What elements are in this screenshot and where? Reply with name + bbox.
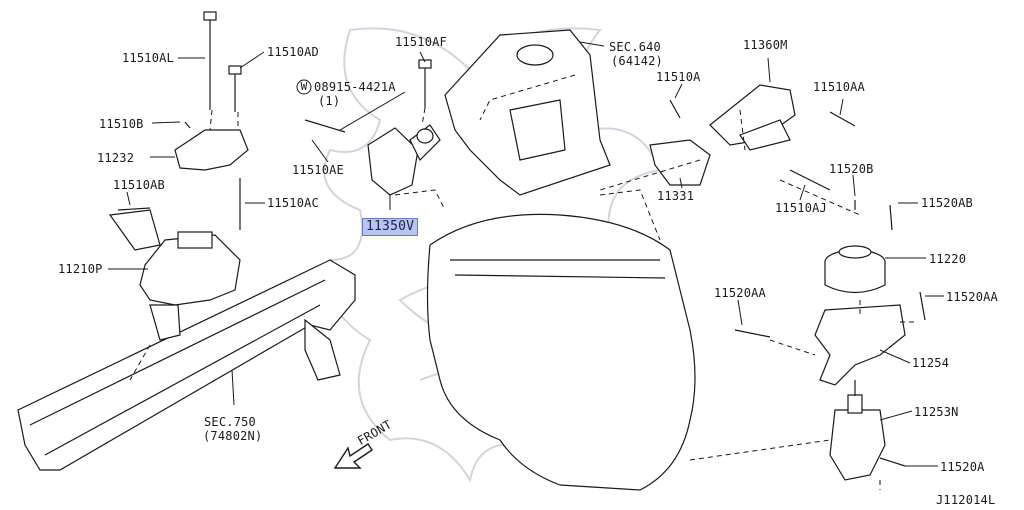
label-11360m: 11360M bbox=[743, 38, 788, 52]
label-11510ad: 11510AD bbox=[267, 45, 319, 59]
label-11510aj: 11510AJ bbox=[775, 201, 827, 215]
label-11220: 11220 bbox=[929, 252, 967, 266]
bracket-11253n bbox=[829, 409, 886, 481]
label-11520b: 11520B bbox=[829, 162, 874, 176]
leader-lines bbox=[108, 41, 944, 467]
label-sec750-sub: (74802N) bbox=[203, 429, 263, 443]
bracket-11254 bbox=[814, 304, 906, 386]
label-11254: 11254 bbox=[912, 356, 950, 370]
label-sec640-sub: (64142) bbox=[611, 54, 663, 68]
label-11520ab: 11520AB bbox=[921, 196, 973, 210]
washer-mark-icon bbox=[296, 79, 312, 95]
label-11210p: 11210P bbox=[58, 262, 103, 276]
front-arrow-icon bbox=[333, 443, 373, 469]
label-washer-mark: W bbox=[300, 80, 308, 93]
label-11520aa-right: 11520AA bbox=[946, 290, 998, 304]
bracket-11232 bbox=[174, 129, 249, 171]
label-11331: 11331 bbox=[657, 189, 695, 203]
bracket-11331 bbox=[649, 139, 711, 186]
label-11520aa-left: 11520AA bbox=[714, 286, 766, 300]
label-11232: 11232 bbox=[97, 151, 135, 165]
label-11510b: 11510B bbox=[99, 117, 144, 131]
label-11510af: 11510AF bbox=[395, 35, 447, 49]
label-11510ae: 11510AE bbox=[292, 163, 344, 177]
label-bolt-code: 08915-4421A bbox=[314, 80, 396, 94]
insulator-11220 bbox=[824, 245, 886, 294]
frame-rail bbox=[17, 259, 356, 471]
label-11253n: 11253N bbox=[914, 405, 959, 419]
label-bolt-qty: (1) bbox=[318, 94, 341, 108]
mount-11350v bbox=[367, 127, 419, 196]
label-11510al: 11510AL bbox=[122, 51, 174, 65]
label-11510a: 11510A bbox=[656, 70, 701, 84]
label-11520a: 11520A bbox=[940, 460, 985, 474]
assembly-dashed-lines bbox=[129, 74, 918, 490]
label-11510ac: 11510AC bbox=[267, 196, 319, 210]
label-11350v-highlighted[interactable]: 11350V bbox=[362, 218, 419, 236]
label-11510ab: 11510AB bbox=[113, 178, 165, 192]
engine-block bbox=[426, 213, 696, 491]
bolts bbox=[117, 11, 926, 467]
label-sec750: SEC.750 bbox=[204, 415, 256, 429]
label-11510aa-top: 11510AA bbox=[813, 80, 865, 94]
diagram-reference-code: J112014L bbox=[936, 493, 996, 507]
label-sec640: SEC.640 bbox=[609, 40, 661, 54]
